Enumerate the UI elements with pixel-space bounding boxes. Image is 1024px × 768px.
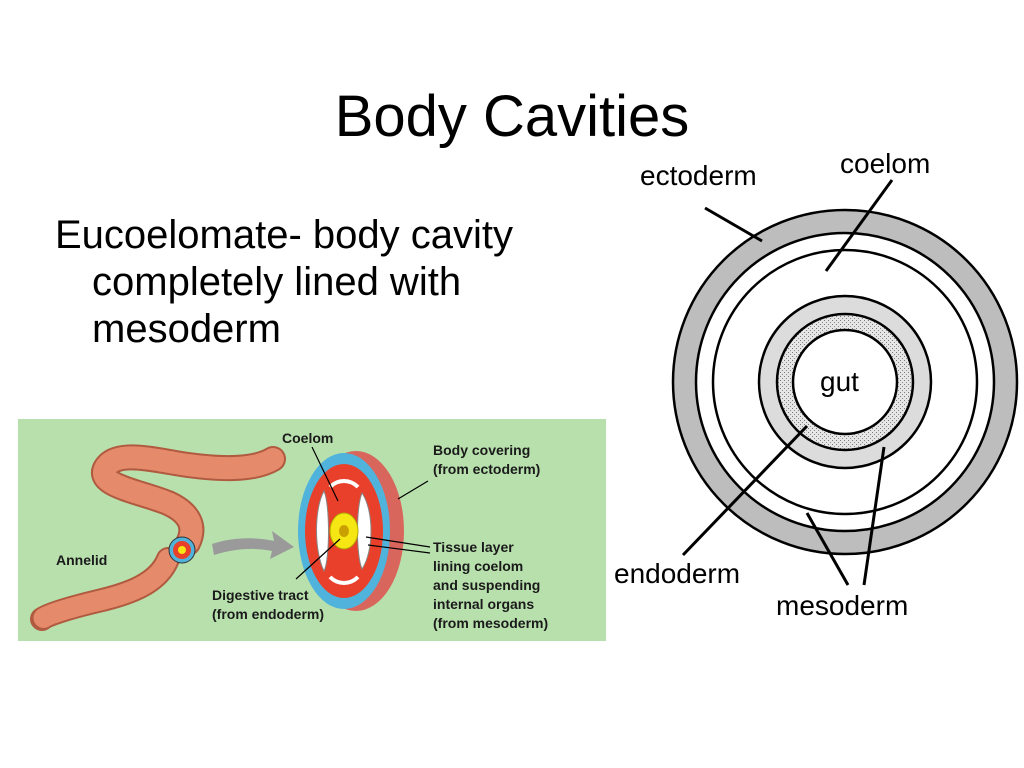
section-coelom-left	[316, 489, 329, 573]
illus-label-body-covering: Body covering (from ectoderm)	[433, 442, 541, 477]
ectoderm-leader	[704, 206, 763, 243]
illus-label-annelid: Annelid	[56, 552, 108, 568]
section-coelom-right	[357, 491, 372, 571]
illus-label-coelom: Coelom	[282, 430, 334, 446]
mesoderm-leader-1	[805, 512, 850, 586]
slide-title: Body Cavities	[334, 84, 690, 149]
label-coelom: coelom	[840, 148, 931, 179]
label-ectoderm: ectoderm	[640, 160, 757, 191]
bullet-eucoelomate: Eucoelomate- body cavity completely line…	[55, 213, 514, 351]
endoderm-leader	[681, 424, 809, 557]
label-mesoderm: mesoderm	[776, 590, 909, 621]
label-gut: gut	[820, 366, 859, 397]
arrow-icon	[212, 531, 294, 559]
mesoderm-leader-2	[862, 446, 886, 586]
coelom-leader	[824, 179, 894, 272]
illus-label-digestive-tract: Digestive tract (from endoderm)	[212, 587, 324, 622]
illus-label-tissue-layer: Tissue layer lining coelom and suspendin…	[433, 539, 549, 631]
gut-lumen	[791, 328, 899, 436]
annelid-illustration	[18, 419, 606, 641]
label-endoderm: endoderm	[614, 558, 741, 589]
